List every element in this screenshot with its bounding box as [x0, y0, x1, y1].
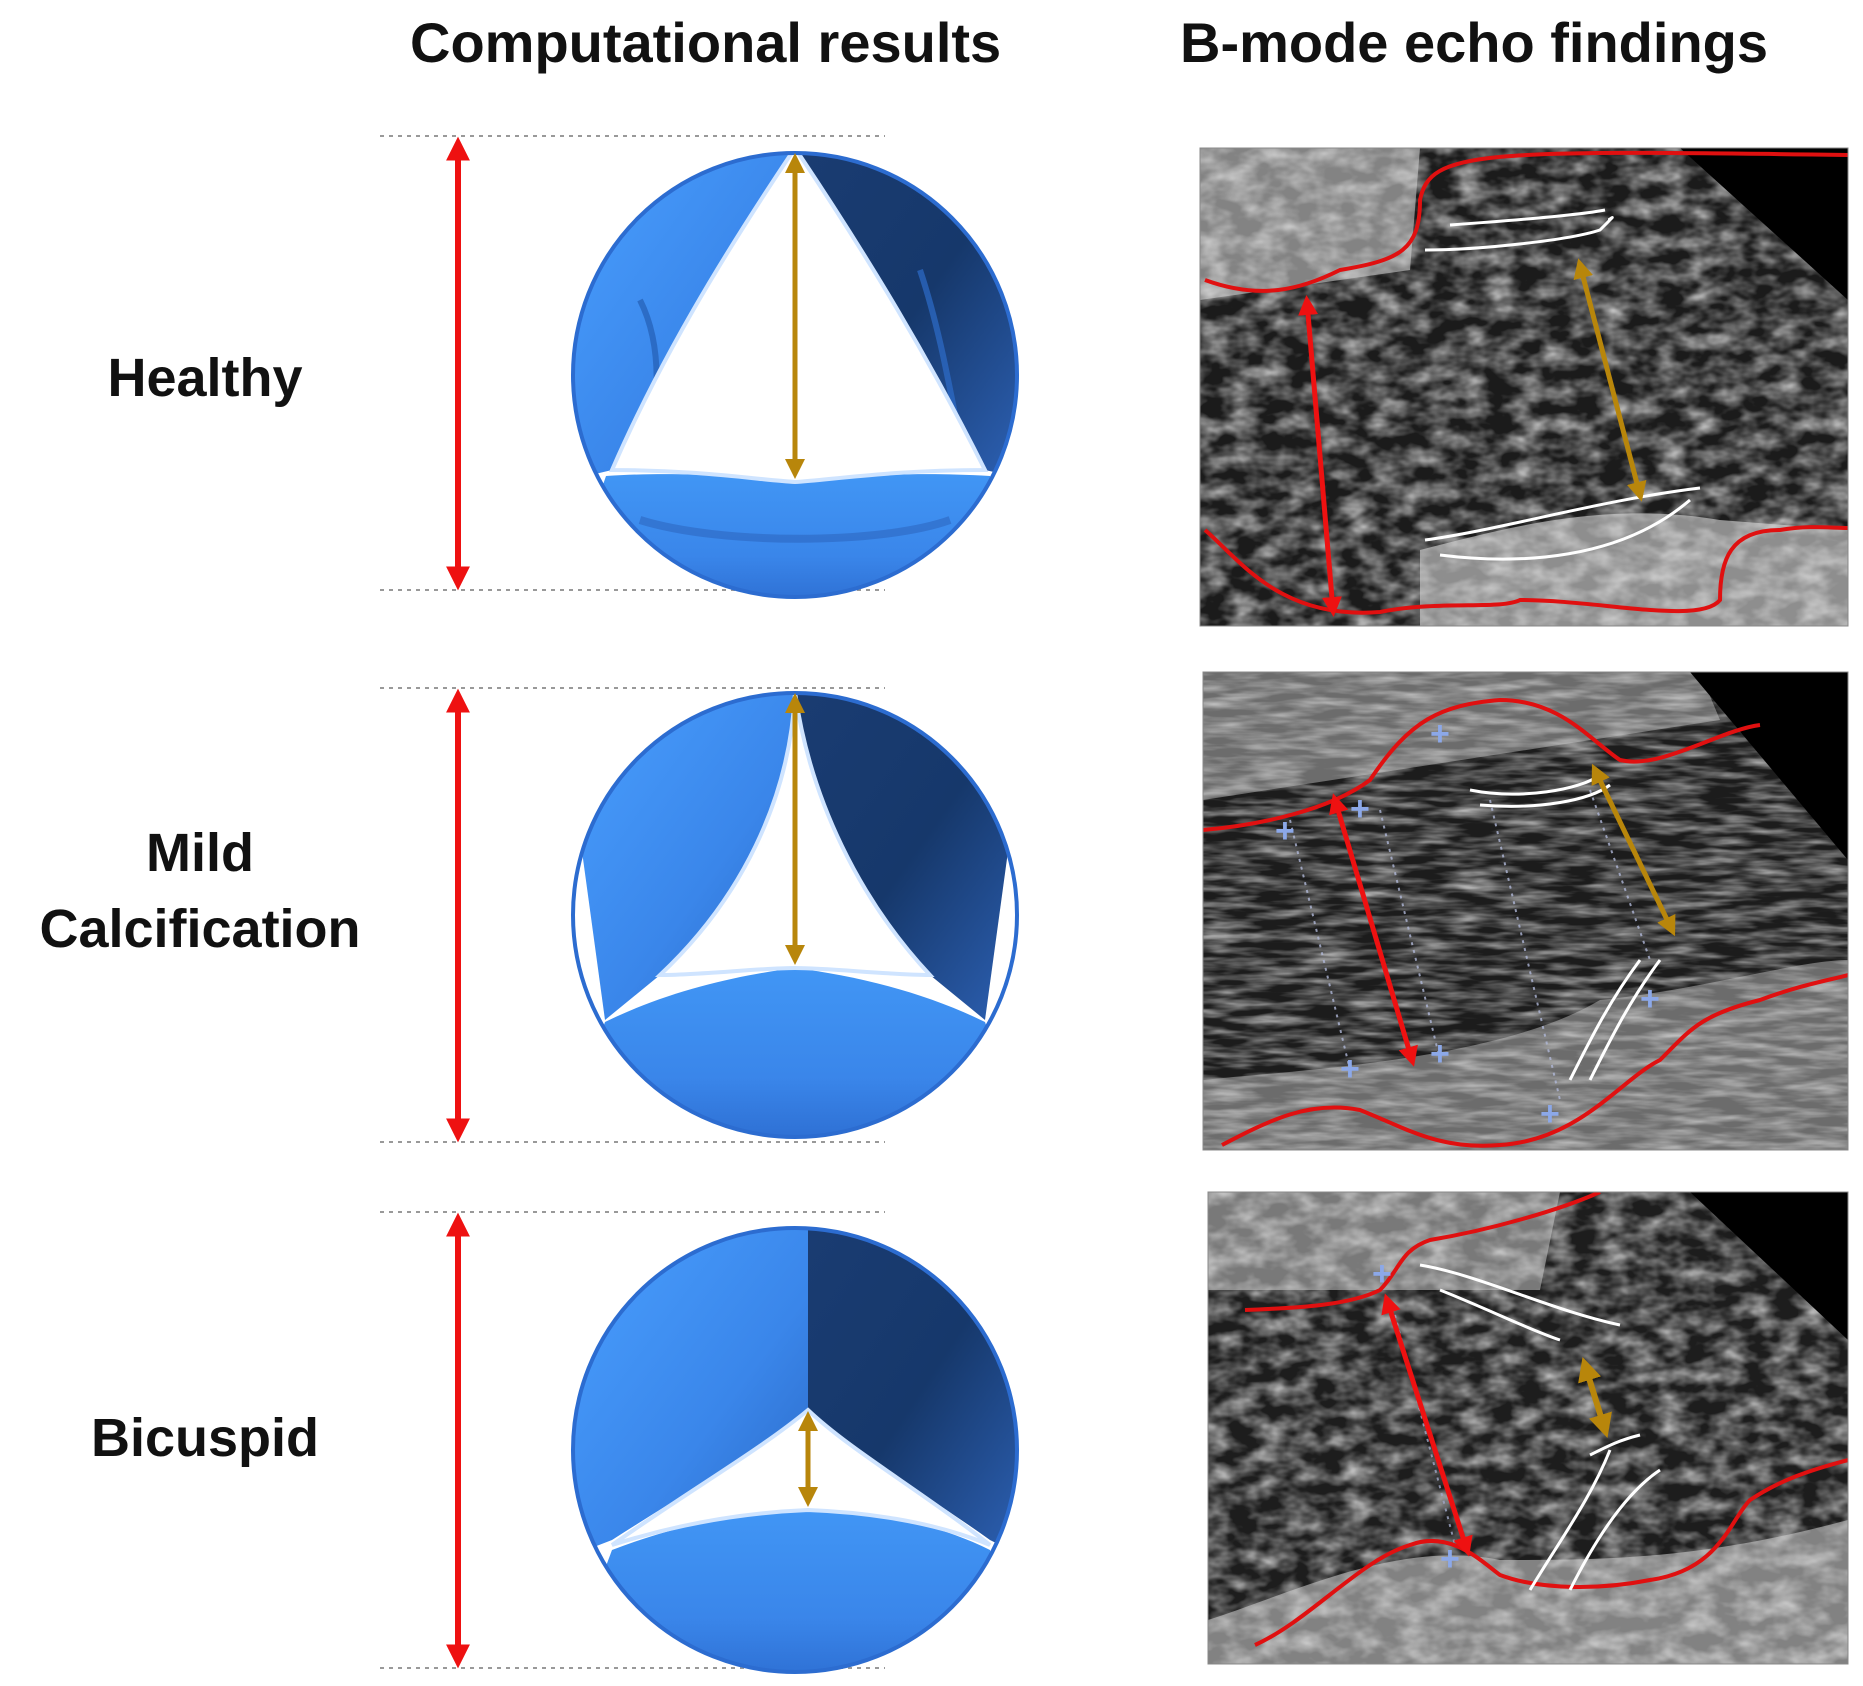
- row-label-bicuspid-text: Bicuspid: [90, 1408, 320, 1468]
- svg-text:+: +: [1430, 715, 1450, 753]
- echo-opening-arrow-mild: [1591, 763, 1676, 937]
- row-label-bicuspid: Bicuspid: [60, 1400, 350, 1476]
- svg-text:+: +: [1340, 1050, 1360, 1088]
- svg-text:+: +: [1275, 812, 1295, 850]
- row-label-mild-line2: Calcification: [39, 899, 361, 959]
- svg-text:+: +: [1430, 1035, 1450, 1073]
- echo-annulus-arrow-healthy: [1298, 295, 1342, 617]
- echo-annulus-arrow-bicuspid: [1381, 1293, 1473, 1557]
- valve-model-bicuspid: [571, 1226, 1019, 1674]
- svg-text:+: +: [1640, 980, 1660, 1018]
- header-echo-findings: B-mode echo findings: [1180, 11, 1768, 74]
- echo-opening-arrow-healthy: [1573, 258, 1647, 502]
- echo-annulus-arrow-mild: [1329, 793, 1418, 1067]
- svg-text:+: +: [1372, 1255, 1392, 1293]
- row-label-healthy-text: Healthy: [107, 348, 303, 408]
- echo-opening-arrow-bicuspid: [1578, 1356, 1612, 1439]
- row-label-healthy: Healthy: [60, 340, 350, 416]
- echo-image-mild-calcification: + + + + + + +: [1203, 672, 1848, 1150]
- echo-image-bicuspid: + +: [1208, 1192, 1848, 1664]
- svg-text:+: +: [1540, 1095, 1560, 1133]
- header-computational-results: Computational results: [410, 11, 1002, 74]
- svg-text:+: +: [1350, 790, 1370, 828]
- echo-image-healthy: [1200, 148, 1848, 626]
- row-label-mild-line1: Mild: [146, 823, 254, 883]
- svg-text:+: +: [1440, 1540, 1460, 1578]
- row-label-mild-calcification: Mild Calcification: [0, 815, 400, 967]
